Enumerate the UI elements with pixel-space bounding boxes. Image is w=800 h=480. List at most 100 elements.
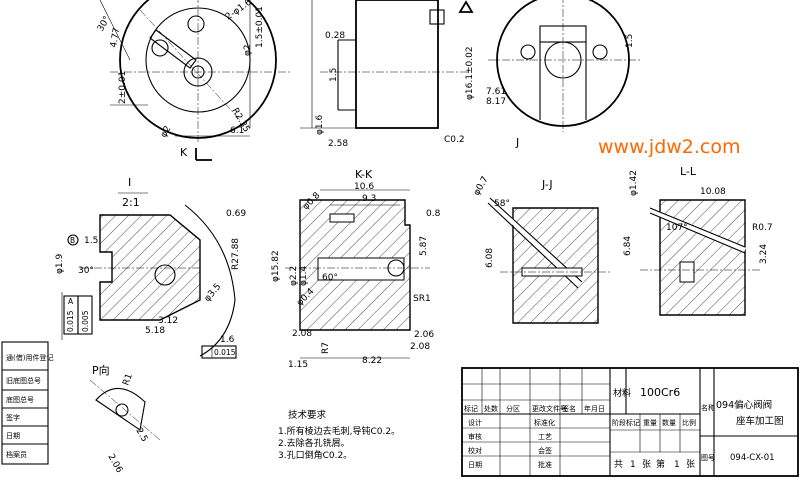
dim: R1 — [121, 372, 134, 387]
dim: 8.22 — [362, 356, 382, 366]
side-row: 签字 — [6, 413, 20, 422]
std-label: 标准化 — [534, 418, 555, 427]
dim: 6.1 — [230, 126, 244, 136]
dim: 5.18 — [145, 326, 165, 336]
dim: 2.06 — [414, 330, 434, 340]
name-label: 名称 — [701, 403, 715, 412]
view-label: J — [515, 136, 519, 149]
side-table: 通(借)用件登记 旧底图总号 底图总号 签字 日期 档案员 — [1, 341, 53, 465]
watermark: www.jdw2.com — [598, 136, 741, 158]
dim: 6.08 — [485, 248, 495, 268]
technical-notes: 技术要求 1.所有棱边去毛刺,导钝C0.2。 2.去除各孔铣屑。 3.孔口倒角C… — [278, 409, 400, 461]
sheet-text: 第 — [656, 458, 665, 470]
dim: φ2 — [243, 44, 253, 56]
dim: φ3.5 — [203, 282, 224, 304]
dim: 0.015 — [214, 348, 236, 357]
dim: 0.015 — [66, 310, 75, 332]
rev-header: 处数 — [484, 404, 498, 413]
notes-item: 3.孔口倒角C0.2。 — [278, 449, 352, 461]
sheet-text: 1 — [674, 460, 680, 470]
sheet-text: 张 — [686, 459, 695, 470]
dim: 2.06 — [105, 453, 124, 476]
dim: 3.24 — [759, 244, 769, 264]
side-row: 档案员 — [6, 450, 27, 459]
section-label: J-J — [541, 178, 553, 191]
detail-scale: 2:1 — [122, 196, 140, 209]
dim: φ1.6 — [315, 114, 325, 135]
tb-row: 设计 — [468, 418, 482, 427]
dim: 2±0.01 — [118, 71, 128, 104]
dim: φ16.1±0.02 — [465, 46, 475, 100]
dim: 1.5±0.01 — [255, 6, 265, 48]
material: 100Cr6 — [640, 386, 680, 399]
dim: 3.12 — [158, 316, 178, 326]
datum-a: A — [68, 297, 74, 306]
dim: R0.7 — [752, 223, 773, 233]
dim: 4.77 — [109, 27, 122, 48]
detail-i: I 2:1 0.69 1.5 φ1.9 30° R27.88 3.12 5.18… — [55, 176, 246, 359]
dim: 8.17 — [486, 97, 506, 107]
dim: 9.3 — [362, 194, 376, 204]
dim: φ15.82 — [271, 250, 281, 282]
section-label: L-L — [680, 165, 697, 178]
tolerance-frame: 0.015 — [201, 345, 237, 359]
sheet-text: 1 — [630, 460, 636, 470]
craft-label: 工艺 — [538, 433, 552, 441]
view-label: K — [180, 146, 188, 159]
dim: φ1.9 — [55, 253, 65, 274]
dim: 0.69 — [226, 209, 246, 219]
notes-title: 技术要求 — [288, 409, 327, 421]
sheet-text: 共 — [614, 459, 623, 470]
rev-header: 分区 — [506, 404, 520, 413]
section-jj: J-J 6.08 φ0.7 58° — [472, 175, 610, 324]
dim: 10.6 — [354, 182, 374, 192]
datum-b: B — [70, 236, 75, 245]
notes-item: 1.所有棱边去毛刺,导钝C0.2。 — [278, 425, 400, 437]
rev-header: 签名 — [562, 404, 576, 413]
stage-header: 数量 — [662, 418, 676, 427]
dim: 1.5 — [625, 34, 635, 48]
dim: 1.15 — [288, 360, 308, 370]
dim: 7.61 — [486, 87, 506, 97]
tb-row: 校对 — [468, 446, 482, 455]
dim: 107° — [666, 223, 688, 233]
material-label: 材料 — [613, 387, 631, 399]
view-p: P向 R1 2.5 2.06 — [89, 363, 161, 476]
section-ll: L-L φ1.42 10.08 107° R0.7 6.84 3.24 — [623, 165, 773, 316]
dim: 1.5 — [84, 236, 98, 246]
dim: 0.8 — [426, 209, 441, 219]
approve-label: 会签 — [538, 446, 552, 455]
drawing-label: 图号 — [701, 454, 715, 462]
dim: 60° — [322, 273, 338, 283]
view-j: 1.5 7.61 8.17 J — [486, 0, 640, 149]
rev-header: 更改文件号 — [532, 404, 567, 413]
dim: 5.87 — [419, 236, 429, 256]
dim: 2.08 — [410, 342, 430, 352]
part-name: 094偏心阀阀座车加工图 — [716, 399, 784, 427]
side-row: 日期 — [6, 432, 20, 440]
dim: R27.88 — [231, 238, 241, 270]
drawing-no: 094-CX-01 — [730, 453, 775, 463]
dim: 10.08 — [700, 187, 726, 197]
stage-header: 阶段标记 — [612, 418, 640, 427]
section-kk: K-K 10.6 9.3 0.8 5.87 φ15.82 φ2.2 φ1.4 φ… — [271, 168, 441, 370]
stage-header: 重量 — [643, 419, 657, 427]
dim: φ2 — [159, 124, 173, 139]
dim: 2-φ1.6 — [224, 0, 254, 22]
dim: φ1.42 — [629, 170, 639, 196]
flatness-frame: 0.015 A 0.005 — [63, 295, 93, 335]
dim: 30° — [78, 266, 94, 276]
rev-header: 标记 — [464, 404, 478, 413]
view-side: 1.5±0.01 0.28 1.5 φ16.1±0.02 φ1.6 2.58 C… — [249, 0, 475, 149]
side-row: 通(借)用件登记 — [6, 353, 53, 362]
dim: 1.6 — [220, 335, 235, 345]
tb-row: 日期 — [468, 461, 482, 469]
dim: C0.2 — [444, 135, 465, 145]
rev-header: 年月日 — [584, 404, 605, 413]
side-row: 旧底图总号 — [6, 376, 41, 385]
section-label: K-K — [355, 168, 373, 181]
sheet-text: 张 — [642, 459, 651, 470]
title-block: 标记 处数 分区 更改文件号 签名 年月日 设计 审核 校对 日期 标准化 工艺… — [461, 367, 799, 477]
dim: φ2.2 — [289, 266, 299, 286]
